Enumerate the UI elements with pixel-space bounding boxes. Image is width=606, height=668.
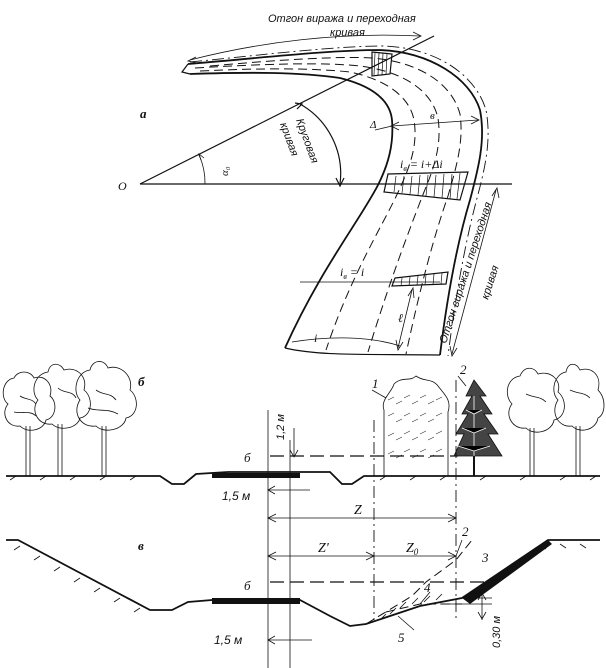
- circular-arrow-bottom: [335, 177, 345, 188]
- top-dim-arrow-right: [412, 31, 422, 41]
- slope-curve-label: iв = i+Δi: [400, 157, 443, 173]
- z-label: Z: [354, 503, 362, 518]
- slope-straight-label: iв = i: [340, 265, 364, 281]
- cut-profile: [6, 539, 600, 627]
- right-slope-layer: [462, 540, 552, 604]
- angle-arrow: [198, 152, 205, 161]
- road-centerline: [194, 63, 440, 353]
- part-label-a: а: [140, 106, 147, 121]
- zprime-arrow-left: [267, 551, 277, 561]
- offset-arrow-b: [267, 485, 276, 495]
- leader-2: [457, 375, 467, 387]
- width-arrow-right: [470, 115, 480, 125]
- trees-left: [2, 361, 137, 476]
- angle-arc: [198, 154, 206, 185]
- marker-4: 4: [424, 580, 431, 595]
- z-arrow-right: [447, 513, 457, 523]
- right-dim-arrow-bottom: [449, 345, 458, 358]
- bench-hatch: [379, 593, 443, 621]
- depth-label: 0,30 м: [491, 616, 503, 648]
- zprime-label: Z': [318, 541, 330, 556]
- road-end-profile: [291, 337, 401, 347]
- part-label-b: б: [138, 374, 145, 389]
- leader-5: [397, 615, 415, 631]
- ground-hatch-b: [9, 475, 597, 481]
- leader-1: [371, 389, 387, 399]
- road-lane-outer: [209, 56, 462, 355]
- road-shoulder-line: [189, 45, 489, 357]
- offset-label-b: 1,5 м: [222, 489, 250, 503]
- paved-layer-v: [212, 598, 300, 604]
- height-arrow: [289, 449, 299, 458]
- length-arrow-top: [407, 286, 415, 299]
- leader-2v: [455, 539, 463, 557]
- marker-3: 3: [481, 550, 489, 565]
- top-dim-arrow-left: [186, 56, 198, 64]
- plan-view: Отгон виража и переходная кривая а O α₀ …: [118, 13, 512, 358]
- section-v: в Z' Z0: [6, 524, 600, 648]
- marker-2-v: 2: [462, 524, 469, 539]
- height-label: 1,2 м: [275, 414, 287, 440]
- transition-label-top-2: кривая: [330, 27, 365, 39]
- top-transition-dim: [189, 34, 421, 61]
- marker-2-b: 2: [460, 362, 467, 377]
- hatch-middle: [383, 171, 469, 201]
- cut-hatch-left: [13, 545, 141, 613]
- road-outer-edge: [187, 49, 483, 356]
- ground-profile-b: [6, 471, 600, 485]
- length-dim: [397, 289, 413, 349]
- circular-arrow-top: [294, 102, 304, 110]
- point-label-v: б: [244, 578, 251, 593]
- trees-right: [506, 363, 605, 476]
- width-dim: [391, 119, 479, 127]
- z-arrow-left: [267, 513, 277, 523]
- road-start-cap: [180, 63, 191, 75]
- delta-label: Δ: [369, 119, 376, 131]
- hatch-top: [371, 51, 393, 77]
- delta-dim: [374, 125, 393, 131]
- road-lane-inner: [199, 68, 416, 351]
- origin-label: O: [118, 179, 127, 193]
- transition-label-top: Отгон виража и переходная: [268, 13, 416, 25]
- section-b: б: [2, 361, 605, 668]
- marker-1: 1: [372, 376, 379, 391]
- conifer-group: [382, 375, 503, 477]
- right-dim-arrow-top: [491, 186, 500, 199]
- z0-label: Z0: [406, 541, 419, 557]
- angle-label: α₀: [219, 166, 231, 176]
- slope-end-label: i: [314, 331, 317, 345]
- road-inner-edge: [189, 71, 394, 349]
- hatch-lower: [391, 271, 449, 287]
- widened-slope: [365, 539, 473, 625]
- offset-label-v: 1,5 м: [214, 633, 242, 647]
- circular-curve-arc: [299, 103, 342, 185]
- width-label: в: [430, 110, 435, 122]
- road-end-cap: [284, 347, 441, 356]
- paved-layer-b: [212, 473, 300, 478]
- leader-4: [419, 591, 431, 605]
- circular-label-1: Круговая: [293, 117, 320, 165]
- tangent-line-inclined: [139, 35, 435, 185]
- length-label: ℓ: [398, 311, 403, 325]
- right-transition-dim: [451, 189, 497, 355]
- depth-arrow-bottom: [477, 611, 487, 620]
- part-label-v: в: [138, 538, 144, 553]
- offset-arrow-v: [267, 635, 276, 645]
- point-label-b: б: [244, 450, 251, 465]
- marker-5: 5: [398, 630, 405, 645]
- length-arrow-bottom: [395, 339, 404, 352]
- transition-label-right-2: кривая: [479, 264, 501, 301]
